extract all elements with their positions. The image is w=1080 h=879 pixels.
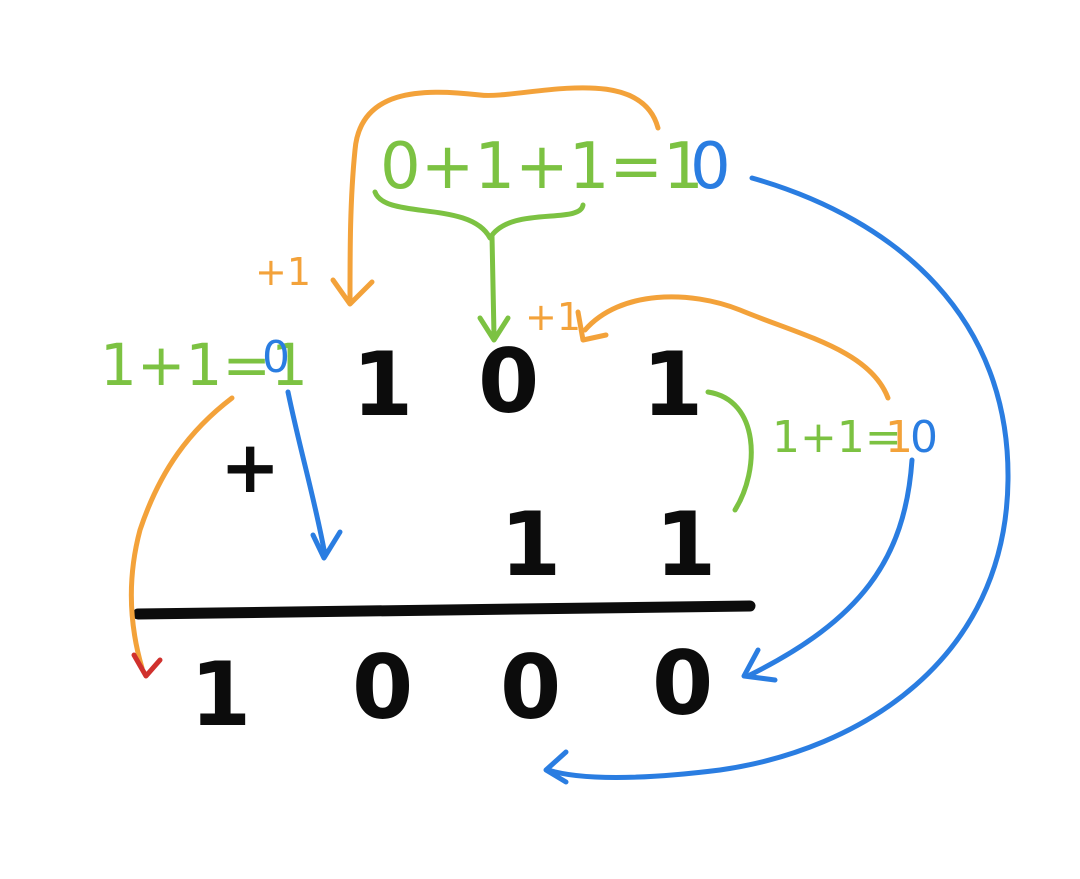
left-green-sum: 1+1=1 bbox=[100, 331, 308, 399]
blue-arrow-outer-loop bbox=[545, 175, 1011, 780]
blue-arrowhead-left bbox=[310, 529, 343, 561]
carry-plus-one-left: +1 bbox=[255, 250, 311, 294]
right-blue-digit: 0 bbox=[910, 412, 938, 463]
green-arrowhead-down bbox=[477, 315, 511, 343]
blue-arrow-left bbox=[285, 389, 328, 558]
left-blue-digit: 0 bbox=[262, 332, 290, 383]
top-green-sum: 0+1+1=1 bbox=[380, 130, 704, 204]
right-green-sum: 1+1= bbox=[772, 412, 902, 463]
top-blue-digit: 0 bbox=[690, 130, 731, 204]
top-digit-1: 1 bbox=[352, 333, 413, 436]
green-arrow-down bbox=[489, 233, 497, 338]
right-orange-digit: 1 bbox=[885, 412, 913, 463]
bottom-digit-1: 1 bbox=[500, 493, 561, 596]
bottom-digit-2: 1 bbox=[655, 493, 716, 596]
result-digit-1: 1 bbox=[190, 643, 251, 746]
orange-carry-arrow-left bbox=[128, 395, 235, 671]
green-bracket-right bbox=[705, 389, 754, 513]
red-arrowhead-left bbox=[131, 652, 163, 679]
top-digit-2: 0 bbox=[478, 330, 539, 433]
blue-arrowhead-right-short bbox=[741, 647, 778, 683]
sum-line bbox=[132, 600, 756, 620]
orange-carry-arrowhead-right bbox=[575, 309, 609, 343]
plus-sign: + bbox=[220, 425, 280, 509]
result-digit-2: 0 bbox=[352, 636, 413, 739]
top-digit-3: 1 bbox=[642, 333, 703, 436]
result-digit-3: 0 bbox=[500, 636, 561, 739]
orange-carry-arrowhead-top bbox=[330, 277, 375, 307]
result-digit-4: 0 bbox=[652, 632, 713, 735]
blue-arrowhead-outer-loop bbox=[543, 749, 569, 785]
orange-carry-arrow-top bbox=[347, 85, 661, 303]
blue-arrow-right-short bbox=[747, 457, 915, 678]
carry-plus-one-right: +1 bbox=[525, 295, 581, 339]
orange-carry-arrow-right bbox=[582, 294, 891, 401]
